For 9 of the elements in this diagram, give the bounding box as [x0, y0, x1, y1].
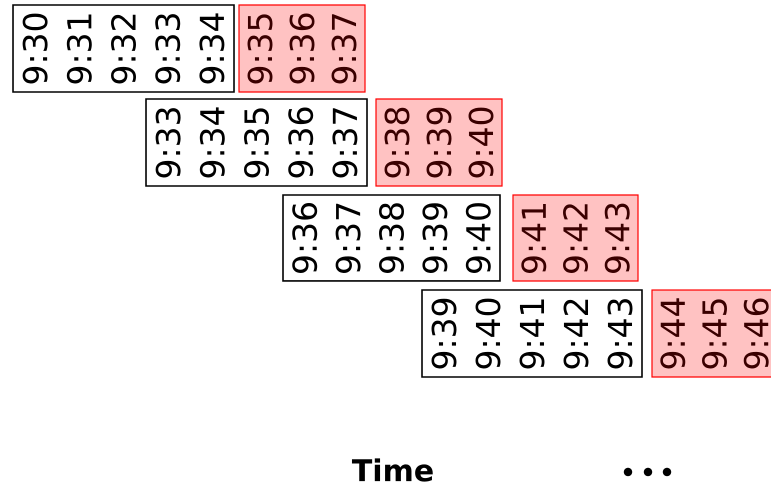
- highlighted-window-box: 9:38 9:39 9:40: [375, 98, 503, 187]
- time-window-box: 9:36 9:37 9:38 9:39 9:40: [282, 194, 501, 282]
- time-window-box: 9:39 9:40 9:41 9:42 9:43: [421, 289, 643, 378]
- time-window-box: 9:30 9:31 9:32 9:33 9:34: [12, 4, 235, 93]
- highlighted-window-box: 9:41 9:42 9:43: [512, 194, 639, 282]
- highlighted-window-box: 9:44 9:45 9:46: [651, 289, 771, 378]
- time-window-box: 9:33 9:34 9:35 9:36 9:37: [145, 98, 368, 187]
- axis-label: Time: [352, 458, 433, 482]
- highlighted-window-box: 9:35 9:36 9:37: [238, 4, 366, 93]
